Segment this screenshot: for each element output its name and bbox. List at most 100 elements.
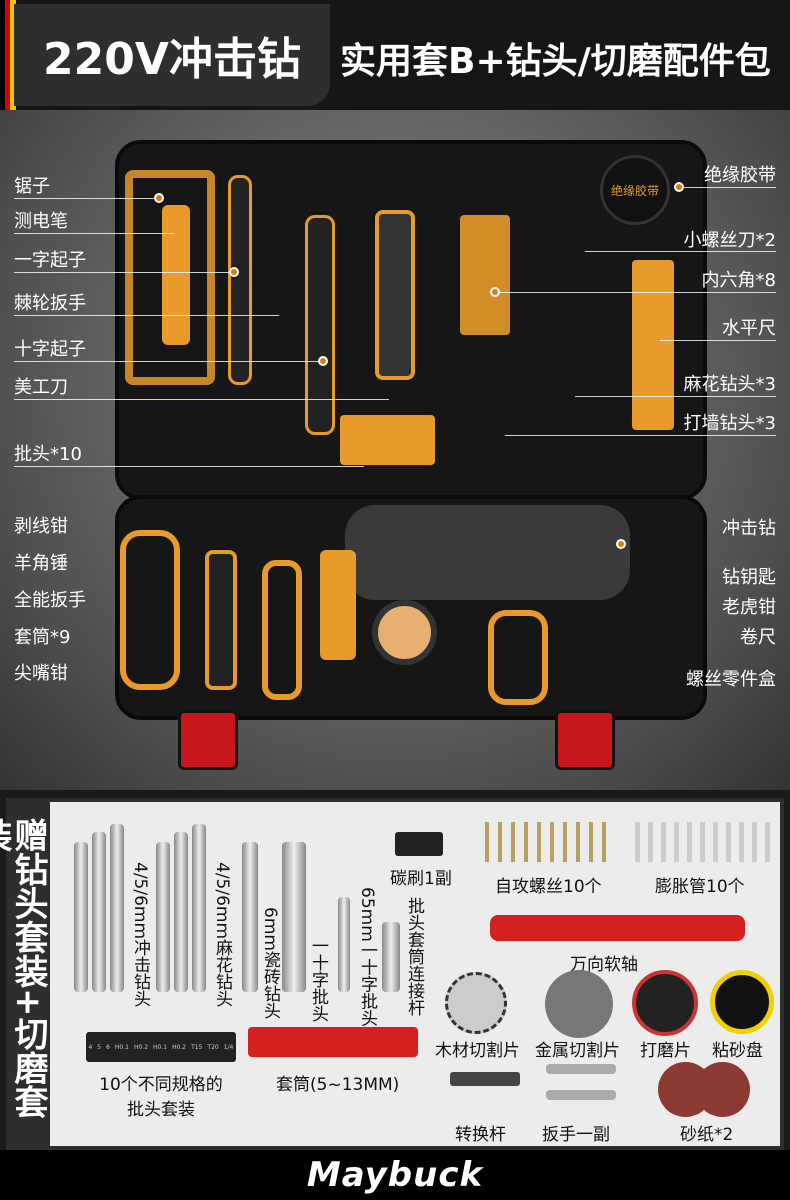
label-screws: 自攻螺丝10个 xyxy=(495,877,602,897)
grinding-disc xyxy=(632,970,698,1036)
label-utility-knife: 美工刀 xyxy=(14,377,68,398)
bit-size: 5 xyxy=(97,1043,102,1051)
bit-size: H0.2 xyxy=(172,1043,187,1051)
brand-logo: Maybuck xyxy=(306,1155,484,1195)
label-small-screwdrivers: 小螺丝刀*2 xyxy=(683,230,776,251)
marker-dot xyxy=(154,193,164,203)
bit-size: H0.1 xyxy=(114,1043,129,1051)
toolbox-scene: 绝缘胶带 锯子 测电笔 一字起子 棘轮扳手 十字起子 美工刀 批头*10 剥线钳… xyxy=(0,110,790,790)
tile-bit xyxy=(242,842,258,992)
universal-wrench xyxy=(262,560,302,700)
tape-measure xyxy=(372,600,437,665)
socket-adapter xyxy=(382,922,400,992)
label-needle-nose-pliers: 尖嘴钳 xyxy=(14,663,68,684)
label-combination-pliers: 老虎钳 xyxy=(722,597,776,618)
label-socket-set: 套筒(5~13MM) xyxy=(276,1075,400,1095)
label-twist-bits: 4/5/6mm麻花钻头 xyxy=(212,862,232,1008)
leader-line xyxy=(14,466,364,467)
label-wire-stripper: 剥线钳 xyxy=(14,516,68,537)
label-spirit-level: 水平尺 xyxy=(722,318,776,339)
label-universal-wrench: 全能扳手 xyxy=(14,590,86,611)
label-65mm-bits: 65mm一十字批头 xyxy=(357,887,377,1027)
label-chuck-key: 钻钥匙 xyxy=(722,567,776,588)
sandpaper xyxy=(695,1062,750,1117)
impact-bit xyxy=(74,842,88,992)
leader-line xyxy=(660,340,776,341)
flexible-shaft xyxy=(490,915,745,941)
impact-bit xyxy=(110,824,124,992)
leader-line xyxy=(575,396,776,397)
label-twist-drill-bits: 麻花钻头*3 xyxy=(683,374,776,395)
leader-line xyxy=(505,435,776,436)
label-voltage-tester: 测电笔 xyxy=(14,211,68,232)
latch-right[interactable] xyxy=(555,710,615,770)
leader-line xyxy=(684,187,776,188)
marker-dot xyxy=(616,539,626,549)
wall-anchors xyxy=(635,822,770,862)
wood-cutting-disc xyxy=(445,972,507,1034)
label-masonry-bits: 打墙钻头*3 xyxy=(683,413,776,434)
bit-size: T15 xyxy=(191,1043,203,1051)
label-bits: 批头*10 xyxy=(14,444,82,465)
claw-hammer xyxy=(205,550,237,690)
impact-bit xyxy=(92,832,106,992)
bit-size: T20 xyxy=(207,1043,219,1051)
long-bit xyxy=(338,897,350,992)
label-impact-drill: 冲击钻 xyxy=(722,518,776,539)
label-ratchet-wrench: 棘轮扳手 xyxy=(14,293,86,314)
label-tape-measure: 卷尺 xyxy=(740,627,776,648)
utility-knife xyxy=(375,210,415,380)
impact-drill xyxy=(345,505,630,600)
label-wood-disc: 木材切割片 xyxy=(435,1041,520,1061)
label-wall-anchors: 膨胀管10个 xyxy=(655,877,745,897)
carbon-brushes xyxy=(395,832,443,856)
label-sockets: 套筒*9 xyxy=(14,627,71,648)
bit-size: H0.1 xyxy=(153,1043,168,1051)
leader-line xyxy=(14,315,279,316)
label-claw-hammer: 羊角锤 xyxy=(14,553,68,574)
socket-rail xyxy=(248,1027,418,1057)
twist-bit xyxy=(156,842,170,992)
label-flat-screwdriver: 一字起子 xyxy=(14,250,86,271)
leader-line xyxy=(14,233,174,234)
voltage-tester xyxy=(162,205,190,345)
bit-size: H0.2 xyxy=(133,1043,149,1051)
product-title: 220V冲击钻 xyxy=(14,4,330,106)
label-grinding-disc: 打磨片 xyxy=(640,1041,691,1061)
adapter-rod xyxy=(450,1072,520,1086)
phillips-screwdriver xyxy=(305,215,335,435)
twist-bit xyxy=(174,832,188,992)
bit-set-holder: 4 5 6 H0.1 H0.2 H0.1 H0.2 T15 T20 1/4 xyxy=(86,1032,236,1062)
flag-stripe-gold xyxy=(10,0,16,110)
screwdriver-bit xyxy=(282,842,306,992)
hacksaw xyxy=(125,170,215,385)
label-screwdriver-bits: 一十字批头 xyxy=(308,937,328,1022)
label-tile-bit: 6mm瓷砖钻头 xyxy=(260,907,280,1019)
gift-panel: 4/5/6mm冲击钻头 4/5/6mm麻花钻头 6mm瓷砖钻头 一十字批头 65… xyxy=(50,802,780,1146)
gift-section: 赠钻头套装+切磨套装 4/5/6mm冲击钻头 4/5/6mm麻花钻头 6mm瓷砖… xyxy=(0,798,784,1150)
hex-keys xyxy=(460,215,510,335)
spirit-level xyxy=(632,260,674,430)
label-adapter-rod: 转换杆 xyxy=(455,1125,506,1145)
twist-bit xyxy=(192,824,206,992)
bit-holder xyxy=(340,415,435,465)
combination-pliers xyxy=(488,610,548,705)
bit-size: 4 xyxy=(88,1043,93,1051)
label-insulation-tape: 绝缘胶带 xyxy=(704,165,776,186)
marker-dot xyxy=(229,267,239,277)
footer: Maybuck xyxy=(0,1150,790,1200)
leader-line xyxy=(585,251,776,252)
latch-left[interactable] xyxy=(178,710,238,770)
flat-screwdriver xyxy=(228,175,252,385)
socket-set xyxy=(320,550,356,660)
label-bit-set: 10个不同规格的批头套装 xyxy=(99,1075,223,1120)
leader-line xyxy=(14,399,389,400)
gift-title: 赠钻头套装+切磨套装 xyxy=(0,818,48,1119)
flag-stripe-black xyxy=(0,0,6,110)
leader-line xyxy=(14,198,164,199)
insulation-tape: 绝缘胶带 xyxy=(600,155,670,225)
label-phillips-screwdriver: 十字起子 xyxy=(14,339,86,360)
label-hex-keys: 内六角*8 xyxy=(701,270,776,291)
leader-line xyxy=(495,292,776,293)
pliers xyxy=(120,530,180,690)
